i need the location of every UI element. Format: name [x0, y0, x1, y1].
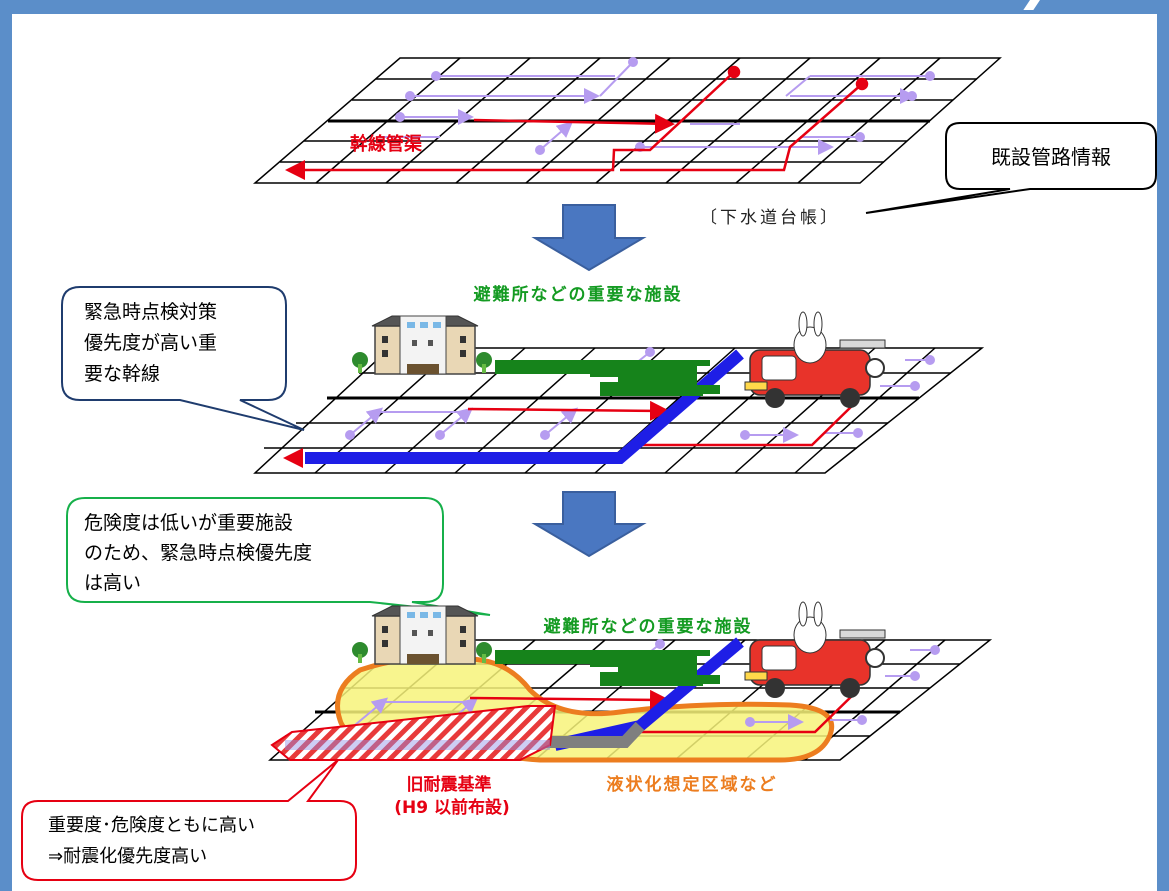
panel1-trunk-pipes	[285, 65, 869, 180]
panel3-red-pipes	[469, 689, 859, 734]
important-facility-callout-line-1: 危険度は低いが重要施設	[84, 512, 293, 534]
priority-trunk-callout-line-2: 優先度が高い重	[84, 332, 217, 354]
important-facility-label-3: 避難所などの重要な施設	[544, 616, 753, 637]
old-pipe-segment	[540, 721, 645, 748]
panel1-branch-pipes	[380, 57, 935, 155]
svg-text:緊急時点検対策 優先度が高い重 要な: 緊急時点検対策 優先度が高い重 要な幹線	[84, 301, 223, 385]
priority-trunk-callout-line-3: 要な幹線	[84, 363, 160, 385]
shelter-building-icon	[352, 315, 492, 375]
seismic-priority-callout-line-2: ⇒耐震化優先度高い	[48, 846, 207, 867]
existing-pipe-info-label: 既設管路情報	[991, 145, 1111, 169]
facility-route	[495, 360, 720, 396]
panel2-red-pipes	[283, 400, 857, 468]
important-facility-callout-line-3: は高い	[84, 572, 141, 594]
fire-truck-icon	[744, 311, 886, 408]
panel3-branch-pipes	[354, 639, 940, 730]
facility-route-3	[495, 650, 720, 686]
panel2-branch-pipes	[345, 347, 935, 443]
old-seismic-standard-area	[270, 705, 557, 761]
down-arrow-2	[531, 491, 647, 558]
priority-trunk-callout-line-1: 緊急時点検対策	[84, 301, 217, 323]
trunk-pipe-label: 幹線管渠	[350, 133, 422, 155]
svg-text:危険度は低いが重要施設 のため、緊急時点検優先度: 危険度は低いが重要施設 のため、緊急時点検優先度 は高い	[84, 512, 318, 594]
priority-trunk-callout: 緊急時点検対策 優先度が高い重 要な幹線	[61, 286, 305, 431]
down-arrow-1	[531, 204, 647, 272]
svg-text:旧耐震基準 (H9 以前布設): 旧耐震基準 (H9 以前布設)	[394, 774, 510, 818]
fire-truck-icon-3	[744, 601, 886, 698]
seismic-priority-callout: 重要度･危険度ともに高い ⇒耐震化優先度高い	[21, 759, 357, 881]
important-facility-callout: 危険度は低いが重要施設 のため、緊急時点検優先度 は高い	[66, 497, 491, 616]
seismic-priority-callout-line-1: 重要度･危険度ともに高い	[48, 815, 255, 836]
shelter-building-icon-3	[352, 605, 492, 665]
sewer-ledger-label: 〔下水道台帳〕	[700, 208, 840, 228]
old-seismic-standard-label: 旧耐震基準	[407, 774, 492, 795]
panel1-grid	[252, 57, 1002, 184]
important-facility-callout-line-2: のため、緊急時点検優先度	[84, 542, 312, 564]
important-facility-label-2: 避難所などの重要な施設	[474, 284, 683, 305]
svg-text:重要度･危険度ともに高い ⇒耐震化優先度高い: 重要度･危険度ともに高い ⇒耐震化優先度高い	[48, 815, 261, 867]
existing-pipe-info-callout: 既設管路情報	[865, 122, 1157, 214]
old-seismic-standard-year: (H9 以前布設)	[394, 797, 510, 818]
liquefaction-label: 液状化想定区域など	[607, 774, 778, 795]
